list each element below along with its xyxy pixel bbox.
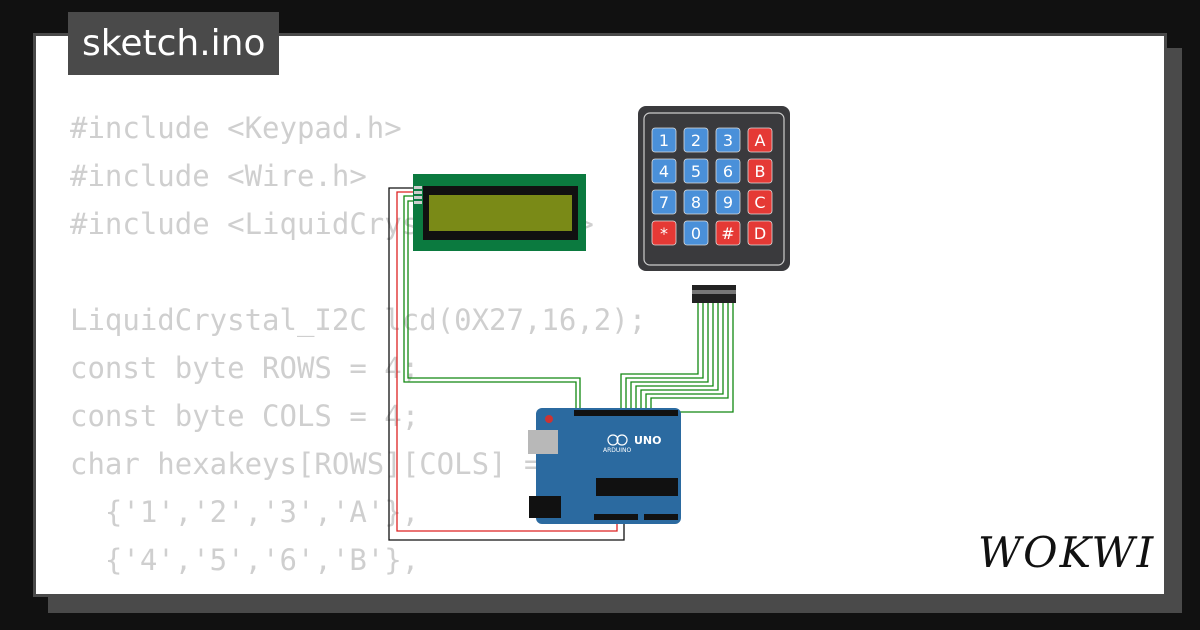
keypad-key-bg[interactable] — [747, 127, 773, 153]
keypad-key-label: 6 — [723, 162, 733, 181]
wire-lcd-gnd — [388, 187, 625, 541]
keypad-key-bg[interactable] — [715, 127, 741, 153]
code-line: {'4','5','6','B'}, — [70, 543, 420, 577]
keypad-key-bg[interactable] — [715, 220, 741, 246]
wokwi-logo: WOKWI — [978, 528, 1156, 577]
arduino-uno[interactable]: UNO ARDUINO — [528, 408, 681, 524]
keypad-key-label: * — [660, 224, 668, 243]
lcd-module[interactable] — [413, 174, 586, 251]
keypad-key-label: 0 — [691, 224, 701, 243]
wire-keypad-8 — [655, 303, 734, 413]
keypad-key-bg[interactable] — [651, 189, 677, 215]
keypad-key-bg[interactable] — [683, 158, 709, 184]
keypad-key-bg[interactable] — [651, 158, 677, 184]
code-line: {'7','8','9','C'}, — [70, 584, 646, 594]
keypad-key-label: 7 — [659, 193, 669, 212]
keypad-connector — [692, 285, 736, 303]
keypad-key-label: C — [754, 193, 765, 212]
wire-keypad-6 — [645, 303, 724, 410]
digital-header — [574, 410, 678, 416]
keypad-key-bg[interactable] — [715, 158, 741, 184]
keypad-key-bg[interactable] — [747, 158, 773, 184]
wire-keypad-3 — [630, 303, 709, 410]
file-name-tag: sketch.ino — [68, 12, 280, 75]
keypad-key-bg[interactable] — [747, 220, 773, 246]
keypad-key-label: # — [721, 224, 734, 243]
wire-keypad-7 — [650, 303, 729, 410]
keypad-4x4[interactable]: 1 2 3 A 4 5 6 B 7 8 9 C * 0 # D — [638, 106, 790, 271]
wire-lcd-scl — [407, 200, 581, 410]
wire-lcd-vcc — [396, 191, 618, 532]
keypad-key-bg[interactable] — [683, 189, 709, 215]
wire-keypad-5 — [640, 303, 719, 410]
microcontroller-chip — [596, 478, 678, 496]
keypad-key-bg[interactable] — [747, 189, 773, 215]
keypad-key-label: 9 — [723, 193, 733, 212]
code-line: LiquidCrystal_I2C lcd(0X27,16,2); — [70, 303, 647, 337]
code-line: const byte ROWS = 4; — [70, 351, 420, 385]
power-header — [594, 514, 638, 520]
wire-keypad-2 — [625, 303, 704, 410]
usb-port — [528, 430, 558, 454]
keypad-key-bg[interactable] — [683, 127, 709, 153]
wire-keypad-4 — [635, 303, 714, 410]
keypad-key-bg[interactable] — [683, 220, 709, 246]
keypad-key-bg[interactable] — [715, 189, 741, 215]
brand-label: ARDUINO — [603, 447, 632, 454]
analog-header — [644, 514, 678, 520]
code-line: #include <Wire.h> — [70, 159, 367, 193]
keypad-key-label: A — [755, 131, 766, 150]
keypad-key-label: 4 — [659, 162, 669, 181]
keypad-key-bg[interactable] — [651, 220, 677, 246]
code-line: {'1','2','3','A'}, — [70, 495, 420, 529]
keypad-key-label: 5 — [691, 162, 701, 181]
model-label: UNO — [634, 434, 662, 447]
code-line: #include <Keypad.h> — [70, 111, 402, 145]
code-line: const byte COLS = 4; — [70, 399, 420, 433]
keypad-key-label: 2 — [691, 131, 701, 150]
reset-button — [545, 415, 553, 423]
preview-card: #include <Keypad.h>#include <Wire.h>#inc… — [33, 33, 1167, 597]
keypad-key-bg[interactable] — [651, 127, 677, 153]
arduino-logo-icon — [607, 434, 619, 446]
wires — [388, 187, 734, 541]
wire-keypad-1 — [620, 303, 699, 410]
keypad-key-label: 1 — [659, 131, 669, 150]
power-jack — [529, 496, 561, 518]
keypad-key-label: 3 — [723, 131, 733, 150]
wire-lcd-sda — [403, 195, 577, 410]
keypad-key-label: D — [754, 224, 766, 243]
keypad-key-label: B — [755, 162, 766, 181]
keypad-key-label: 8 — [691, 193, 701, 212]
code-line: char hexakeys[ROWS][COLS] = { — [70, 447, 577, 481]
